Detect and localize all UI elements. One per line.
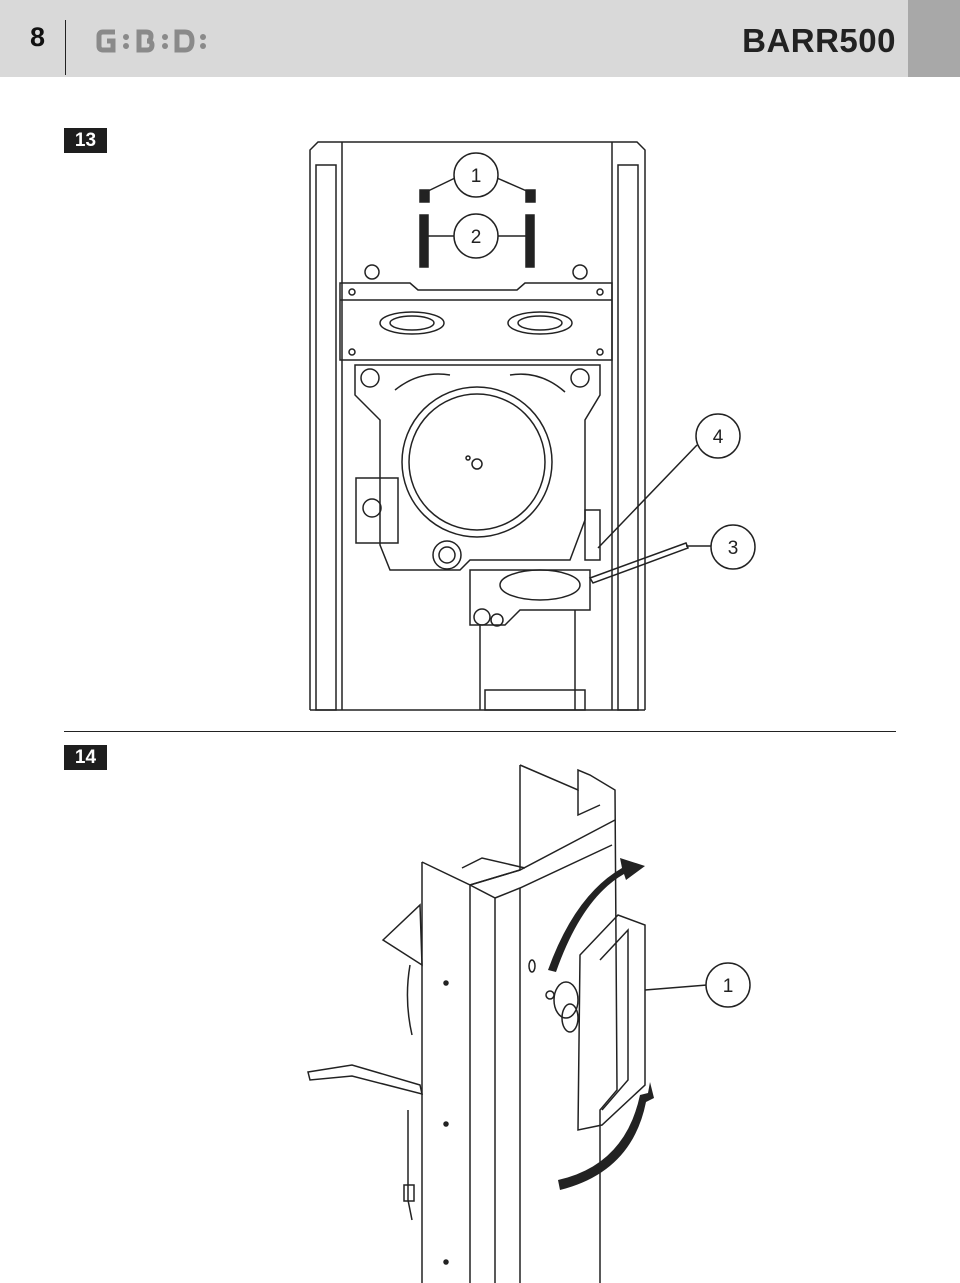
- page-header: 8 BARR500: [0, 0, 960, 77]
- callout-3: 3: [728, 538, 739, 559]
- section-divider: [64, 731, 896, 732]
- callout-2: 2: [471, 227, 482, 248]
- brand-logo: [96, 29, 206, 53]
- page-number: 8: [30, 22, 46, 52]
- callout-1-fig14: 1: [723, 976, 734, 997]
- model-title: BARR500: [742, 22, 896, 59]
- callout-4: 4: [713, 427, 724, 448]
- figure-13-label: 13: [64, 128, 107, 153]
- header-tab: [908, 0, 960, 77]
- callout-1: 1: [471, 166, 482, 187]
- figure-14-label: 14: [64, 745, 107, 770]
- header-separator: [65, 20, 66, 75]
